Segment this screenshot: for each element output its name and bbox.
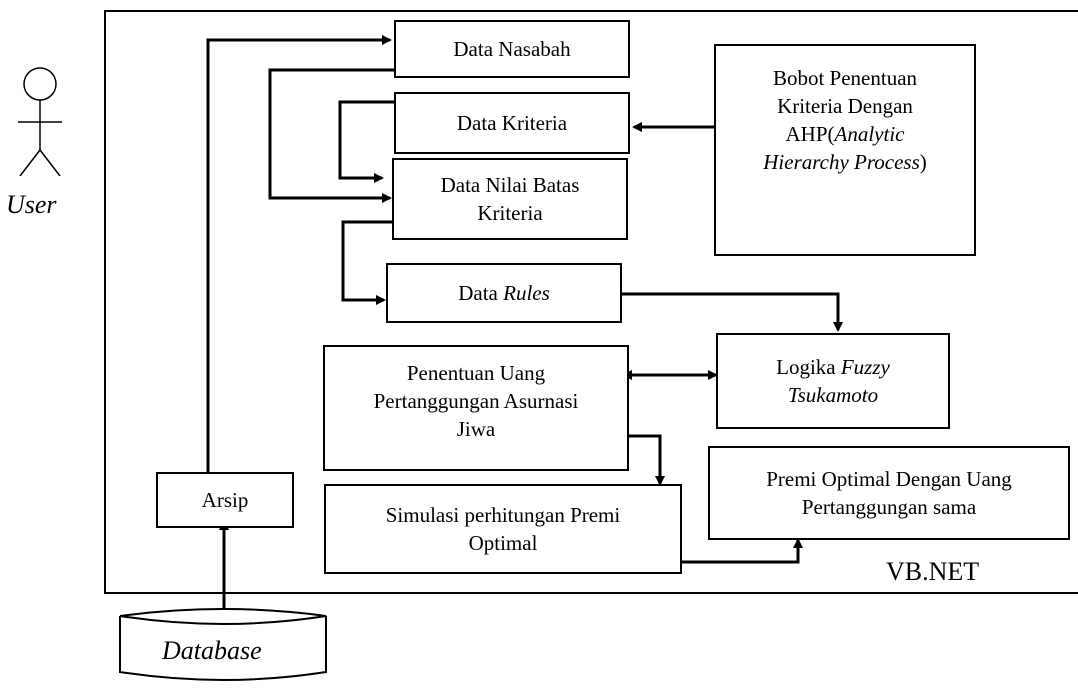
bobot-line3-a: AHP( xyxy=(785,122,835,146)
vbnet-system-boundary xyxy=(104,10,1078,594)
penentuan-line1: Penentuan Uang xyxy=(406,361,546,385)
bobot-line2: Kriteria Dengan xyxy=(777,94,913,118)
user-actor-label: User xyxy=(6,190,57,219)
logika-fuzzy-box: Logika Fuzzy Tsukamoto xyxy=(716,333,950,429)
premi-optimal-line1: Premi Optimal Dengan Uang xyxy=(766,467,1012,491)
data-rules-box: Data Rules xyxy=(386,263,622,323)
simulasi-line1: Simulasi perhitungan Premi xyxy=(385,503,621,527)
data-nilai-batas-line1: Data Nilai Batas xyxy=(440,173,580,197)
bobot-ahp-box: Bobot Penentuan Kriteria Dengan AHP(Anal… xyxy=(714,44,976,256)
data-nilai-batas-box: Data Nilai Batas Kriteria xyxy=(392,158,628,240)
arrow-penentuan-to-simulasi xyxy=(625,434,665,486)
data-nasabah-box: Data Nasabah xyxy=(394,20,630,78)
arrow-data-rules-to-logika-fuzzy xyxy=(622,292,843,332)
premi-optimal-box: Premi Optimal Dengan Uang Pertanggungan … xyxy=(708,446,1070,540)
arrow-data-kriteria-to-nilai-batas xyxy=(338,100,396,183)
database-label: Database xyxy=(162,636,262,665)
data-nilai-batas-line2: Kriteria xyxy=(477,201,543,225)
arrow-simulasi-to-premi-optimal xyxy=(681,538,803,564)
database-cylinder-icon xyxy=(119,608,327,681)
data-rules-italic: Rules xyxy=(503,281,550,305)
logika-prefix: Logika xyxy=(776,355,841,379)
arrow-data-nasabah-to-nilai-batas xyxy=(268,68,396,203)
logika-italic1: Fuzzy xyxy=(840,355,890,379)
premi-optimal-line2: Pertanggungan sama xyxy=(801,495,977,519)
bobot-line4-close: ) xyxy=(919,150,927,174)
data-kriteria-box: Data Kriteria xyxy=(394,92,630,154)
bobot-line3-b: Analytic xyxy=(834,122,905,146)
penentuan-line3: Jiwa xyxy=(456,417,496,441)
simulasi-premi-box: Simulasi perhitungan Premi Optimal xyxy=(324,484,682,574)
user-actor-icon xyxy=(18,67,62,176)
simulasi-line2: Optimal xyxy=(468,531,538,555)
data-kriteria-label: Data Kriteria xyxy=(456,111,568,135)
penentuan-uang-box: Penentuan Uang Pertanggungan Asurnasi Ji… xyxy=(323,345,629,471)
system-label: VB.NET xyxy=(886,557,980,586)
arrow-arsip-to-data-nasabah xyxy=(206,35,392,472)
arsip-label: Arsip xyxy=(201,488,249,512)
arsip-box: Arsip xyxy=(156,472,294,528)
arrow-nilai-batas-to-data-rules xyxy=(341,220,396,305)
penentuan-line2: Pertanggungan Asurnasi xyxy=(373,389,579,413)
data-rules-prefix: Data xyxy=(458,281,504,305)
logika-italic2: Tsukamoto xyxy=(787,383,879,407)
data-nasabah-label: Data Nasabah xyxy=(453,37,571,61)
bobot-line4: Hierarchy Process xyxy=(763,150,920,174)
bobot-line1: Bobot Penentuan xyxy=(772,66,918,90)
